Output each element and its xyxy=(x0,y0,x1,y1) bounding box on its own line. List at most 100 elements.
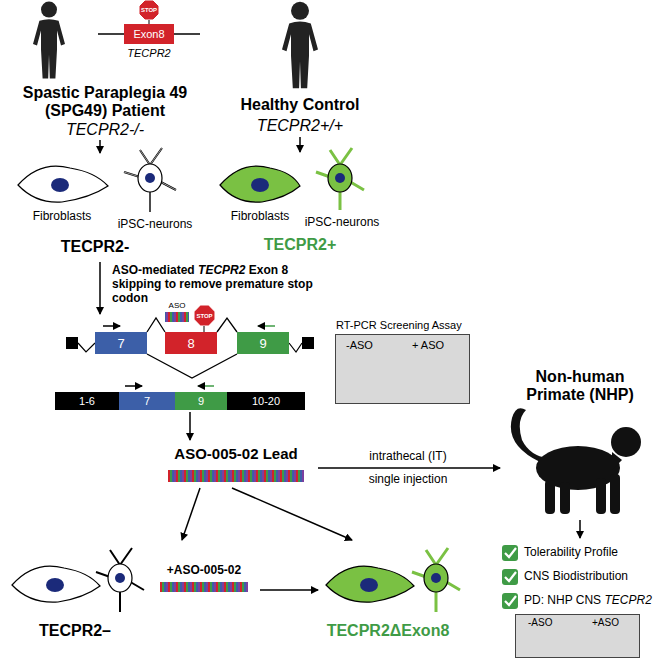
gel-box: RT-PCR Screening Assay-ASO+ ASO xyxy=(335,334,470,404)
label-block: TECPR2– xyxy=(39,622,111,640)
node-text: STOP xyxy=(196,313,212,319)
text-label: Spastic Paraplegia 49 (SPG49) Patient xyxy=(23,84,188,119)
text-label: ASO-005-02 Lead xyxy=(174,445,297,462)
label-block: TECPR2ΔExon8 xyxy=(327,622,450,640)
patient-neuron xyxy=(124,148,176,212)
text-label: CNS Biodistribution xyxy=(524,569,628,583)
rescued-fibroblast xyxy=(326,566,414,602)
label-block: ASO xyxy=(169,301,186,310)
node-text: 8 xyxy=(187,337,194,350)
exon-box: 8 xyxy=(165,332,217,354)
text-label: iPSC-neurons xyxy=(118,217,193,231)
node-text: STOP xyxy=(141,7,157,13)
text-label: Healthy Control xyxy=(240,96,359,113)
patient-silhouette xyxy=(33,2,65,79)
node-text: Exon8 xyxy=(133,29,164,40)
text-label: TECPR2ΔExon8 xyxy=(327,622,450,639)
check-icons xyxy=(502,545,518,609)
flow-arrow xyxy=(99,262,101,314)
control-fibroblast xyxy=(220,166,300,202)
node-text: 7 xyxy=(117,337,124,350)
label-block: iPSC-neurons xyxy=(305,216,380,230)
control-neuron xyxy=(316,148,364,210)
node-text: 10-20 xyxy=(252,396,280,407)
patient-fibroblast xyxy=(18,166,108,202)
primer-arrow xyxy=(258,325,275,327)
label-block: Spastic Paraplegia 49 (SPG49) Patient xyxy=(5,84,205,121)
text-label: Tolerability Profile xyxy=(524,545,618,559)
flow-arrow xyxy=(189,412,191,440)
label-block: TECPR2+ xyxy=(264,236,336,254)
gel-box: -ASO +ASO xyxy=(515,614,640,658)
label-block: TECPR2- xyxy=(61,238,129,256)
label-block: single injection xyxy=(369,473,448,487)
node-text: 1-6 xyxy=(79,396,95,407)
node-text: 9 xyxy=(259,337,266,350)
node-text: +ASO xyxy=(592,618,619,628)
node-text: -ASO xyxy=(346,340,373,351)
text-label: TECPR2+ xyxy=(264,236,336,253)
control-silhouette xyxy=(282,2,318,88)
text-label: intrathecal (IT) xyxy=(369,449,446,463)
text-label: Fibroblasts xyxy=(33,209,92,223)
mrna-segment: 1-6 xyxy=(55,392,119,410)
aso-graphic xyxy=(160,582,248,592)
label-block: iPSC-neurons xyxy=(118,218,193,232)
flow-arrow xyxy=(260,589,318,591)
mrna-segment: 7 xyxy=(119,392,175,410)
flow-arrow xyxy=(182,488,200,540)
text-label: ASO-mediated xyxy=(112,263,195,277)
stop-sign: STOP xyxy=(194,305,215,326)
treated-fibroblast xyxy=(12,566,100,602)
label-block: ASO-005-02 Lead xyxy=(174,445,297,462)
label-block: Fibroblasts xyxy=(231,210,290,224)
flow-arrow xyxy=(99,140,101,153)
label-block: TECPR2-/- xyxy=(66,121,144,139)
text-label: TECPR2- xyxy=(61,238,129,255)
label-block: +ASO-005-02 xyxy=(167,564,241,578)
label-block: Fibroblasts xyxy=(33,210,92,224)
exon-box: 7 xyxy=(95,332,147,354)
label-block: ASO-mediatedTECPR2Exon 8 skipping to rem… xyxy=(112,264,327,305)
text-label: TECPR2+/+ xyxy=(257,117,343,134)
node-text: + ASO xyxy=(412,340,444,351)
treated-neuron xyxy=(96,548,144,612)
splice-line xyxy=(289,343,302,352)
exon-box: Exon8 xyxy=(124,24,174,44)
aso-graphic xyxy=(168,470,304,482)
aso-graphic xyxy=(165,312,189,322)
flow-arrow xyxy=(232,488,352,540)
label-block: Healthy Control xyxy=(240,96,359,114)
text-label: TECPR2 xyxy=(127,47,170,59)
text-label: TECPR2-/- xyxy=(66,121,144,138)
text-label: Fibroblasts xyxy=(231,209,290,223)
mrna-segment: 9 xyxy=(175,392,227,410)
label-block: TECPR2 xyxy=(127,47,170,60)
primer-arrow xyxy=(125,385,142,387)
monkey-silhouette xyxy=(511,408,641,514)
node-text: 7 xyxy=(144,396,150,407)
splice-connector xyxy=(217,318,237,332)
text-label: +ASO-005-02 xyxy=(167,563,241,577)
text-label: Non-human Primate (NHP) xyxy=(526,368,634,403)
flow-arrow xyxy=(579,520,581,538)
text-label: single injection xyxy=(369,472,448,486)
text-label: TECPR2 xyxy=(198,263,245,277)
flow-arrow xyxy=(299,137,301,152)
label-block: intrathecal (IT) xyxy=(369,450,446,464)
stop-sign: STOP xyxy=(139,0,159,20)
text-label: iPSC-neurons xyxy=(305,215,380,229)
node-text: RT-PCR Screening Assay xyxy=(336,320,462,331)
label-block: TECPR2+/+ xyxy=(257,117,343,135)
text-label: TECPR2 xyxy=(605,593,652,607)
text-label: ASO xyxy=(169,301,186,310)
node-text: 9 xyxy=(198,396,204,407)
label-block: Non-human Primate (NHP) xyxy=(510,368,650,405)
mrna-segment: 10-20 xyxy=(227,392,305,410)
label-block: CNS Biodistribution xyxy=(524,570,628,584)
node-text: -ASO xyxy=(528,618,552,628)
rescued-neuron xyxy=(412,548,460,612)
primer-arrow xyxy=(198,385,214,387)
splice-connector xyxy=(147,318,165,332)
